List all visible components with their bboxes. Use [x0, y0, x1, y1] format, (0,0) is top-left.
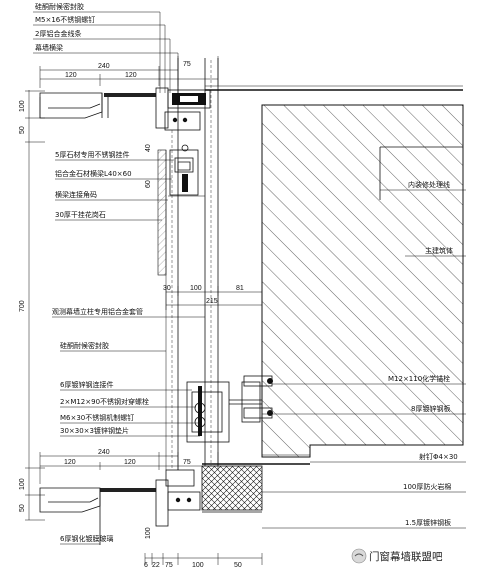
- bottom-glass-assembly: [39, 469, 201, 545]
- bottom-dimensions: 6 22 75 100 50: [144, 553, 263, 569]
- fire-insulation: [201, 463, 310, 513]
- label-washer: 30×30×3镀锌钢垫片: [60, 426, 129, 435]
- label-column-sleeve: 观测幕墙立柱专用铝合金套管: [52, 307, 143, 316]
- label-top-trim: 2厚铝合金线条: [35, 29, 81, 38]
- label-beam-angle: 横梁连接角码: [55, 190, 97, 199]
- left-dimensions: 100 50 700 100 50 60 40 100: [19, 90, 152, 539]
- dim-top-75: 75: [183, 61, 191, 68]
- watermark-text: 门窗幕墙联盟吧: [369, 550, 443, 563]
- label-stone-beam: 铝合金石材横梁L40×60: [55, 169, 132, 178]
- dim-left-100c: 100: [145, 527, 152, 539]
- watermark: 门窗幕墙联盟吧: [351, 548, 443, 564]
- label-anchor-bolt: M12×110化学锚栓: [388, 374, 450, 383]
- dim-bot-75: 75: [165, 562, 173, 569]
- label-granite: 30厚干挂花岗石: [55, 210, 106, 219]
- label-tempered-glass: 6厚钢化镀膜玻璃: [60, 534, 113, 543]
- dim-top-240: 240: [98, 63, 110, 70]
- dim-bot-50: 50: [234, 562, 242, 569]
- label-top-screw: M5×16不锈钢螺钉: [35, 15, 95, 24]
- dim-left-50a: 50: [19, 126, 26, 134]
- dim-low-240: 240: [98, 449, 110, 456]
- label-main-structure: 主建筑体: [425, 246, 453, 255]
- label-galv-sheet: 1.5厚镀锌钢板: [405, 518, 451, 527]
- label-interior-line: 内装修处理线: [408, 180, 450, 189]
- lower-connection-assembly: [186, 375, 273, 443]
- dim-low-120a: 120: [64, 459, 76, 466]
- dim-low-120b: 120: [124, 459, 136, 466]
- lower-dimensions: 240 120 120 75: [39, 449, 219, 484]
- middle-dimensions: 30 100 81 215: [163, 285, 263, 310]
- dim-mid-100: 100: [190, 285, 202, 292]
- top-glass-assembly: [39, 87, 211, 131]
- dim-bot-22: 22: [152, 562, 160, 569]
- dim-bot-6: 6: [144, 562, 148, 569]
- label-through-bolt: 2×M12×90不锈钢对穿螺栓: [60, 397, 149, 406]
- dim-mid-30: 30: [163, 285, 171, 292]
- dim-left-60: 60: [145, 180, 152, 188]
- label-top-beam: 幕墙横梁: [35, 43, 63, 52]
- label-nail: 射钉Φ4×30: [419, 452, 458, 461]
- top-callouts: 硅酮耐候密封胶 M5×16不锈钢螺钉 2厚铝合金线条 幕墙横梁: [33, 2, 179, 93]
- dim-left-40: 40: [145, 144, 152, 152]
- label-rock-wool: 100厚防火岩棉: [403, 482, 451, 491]
- chat-bubble-icon: [351, 548, 367, 564]
- stone-cladding-zone: [157, 58, 219, 470]
- dim-left-700: 700: [19, 300, 26, 312]
- dim-mid-215: 215: [206, 298, 218, 305]
- dim-top-120a: 120: [65, 72, 77, 79]
- label-top-sealant: 硅酮耐候密封胶: [35, 2, 84, 11]
- building-structure: [205, 85, 464, 458]
- label-stone-hanger: 5厚石材专用不锈钢挂件: [55, 150, 129, 159]
- right-callouts: 内装修处理线 主建筑体 M12×110化学锚栓 8厚镀锌钢板 射钉Φ4×30 1…: [262, 180, 466, 529]
- dim-bot-100: 100: [192, 562, 204, 569]
- dim-mid-81: 81: [236, 285, 244, 292]
- dim-left-100b: 100: [19, 478, 26, 490]
- label-sealant-lower: 硅酮耐候密封胶: [60, 341, 109, 350]
- dim-left-100a: 100: [19, 100, 26, 112]
- dim-top-120b: 120: [125, 72, 137, 79]
- dim-left-50b: 50: [19, 504, 26, 512]
- label-steel-plate: 8厚镀锌钢板: [411, 404, 450, 413]
- dim-low-75: 75: [183, 459, 191, 466]
- label-steel-connector: 6厚镀锌钢连接件: [60, 380, 113, 389]
- stone-bracket: [168, 144, 205, 197]
- label-machine-screw: M6×30不锈钢机制螺钉: [60, 413, 134, 422]
- top-dimensions: 240 75 120 120: [39, 56, 219, 88]
- left-callouts: 5厚石材专用不锈钢挂件 铝合金石材横梁L40×60 横梁连接角码 30厚干挂花岗…: [52, 150, 205, 545]
